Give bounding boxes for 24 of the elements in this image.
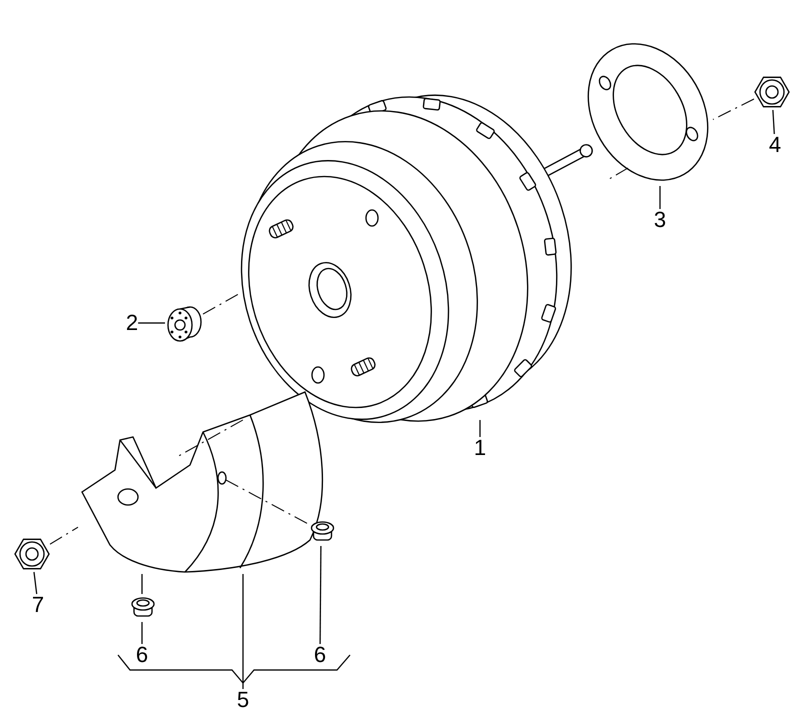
callout-number: 6	[136, 644, 148, 666]
callout-number: 7	[32, 594, 44, 616]
grommet-nut-drawing	[165, 306, 203, 342]
leader-line	[659, 186, 661, 209]
leader-line	[479, 420, 481, 437]
assembly-axis-line	[712, 98, 754, 120]
leader-line	[141, 622, 143, 644]
leader-line	[320, 546, 322, 644]
leader-line	[141, 574, 143, 594]
callout-number: 6	[314, 644, 326, 666]
hex-nut-drawing	[754, 74, 790, 110]
assembly-axis-line	[202, 292, 240, 315]
assembly-axis-line	[50, 526, 78, 545]
leader-line	[242, 574, 244, 689]
callout-number: 5	[236, 689, 250, 711]
hex-nut-drawing	[14, 536, 50, 572]
leader-line	[138, 322, 165, 324]
callout-number: 2	[126, 312, 138, 334]
assembly-axis-line	[224, 478, 308, 524]
callout-number: 1	[474, 437, 486, 459]
callout-number: 3	[654, 209, 666, 231]
leader-line	[33, 572, 38, 594]
leader-line	[772, 110, 775, 134]
callout-number: 4	[768, 134, 782, 156]
